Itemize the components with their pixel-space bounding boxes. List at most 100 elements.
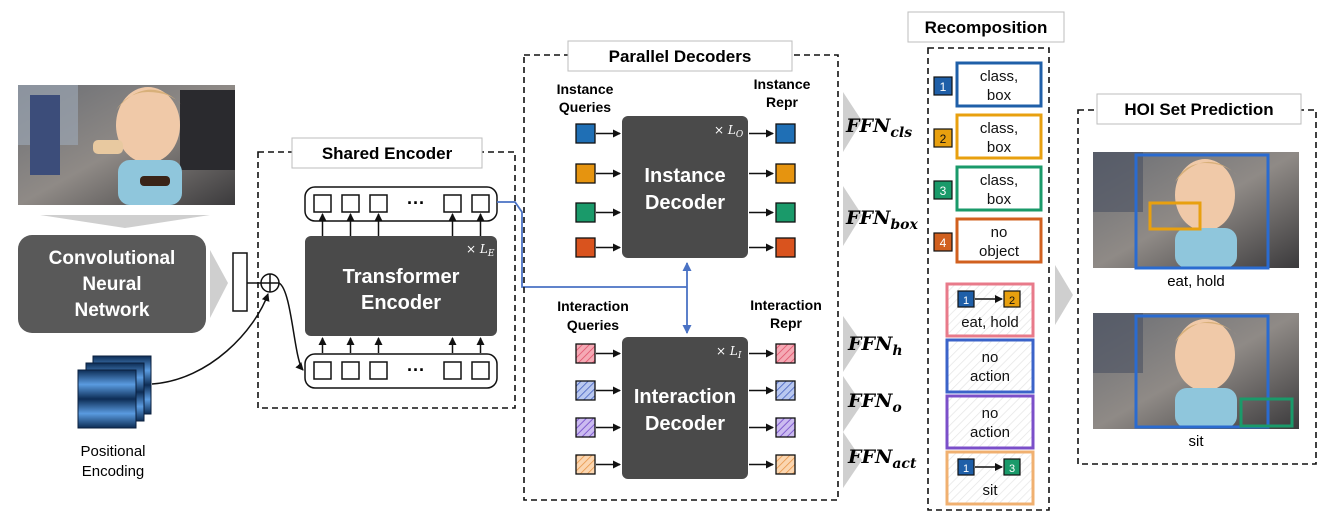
encoder-output-token <box>443 194 462 213</box>
recomposition-frame <box>927 47 1050 511</box>
interaction-decoder-label-2: Decoder <box>645 413 725 435</box>
interaction-query-token <box>575 454 596 475</box>
pos-enc-label-2: Encoding <box>82 463 145 480</box>
instance-query-token <box>575 163 596 184</box>
ffn-act-label: FFNact <box>847 446 917 472</box>
ffn-cls-label: FFNcls <box>845 115 912 141</box>
interaction-repr-label-2: Repr <box>770 315 802 331</box>
instance-queries-label-2: Queries <box>559 99 611 115</box>
interaction-result-line: no <box>982 405 999 422</box>
interaction-decoder-block <box>622 337 748 479</box>
instance-id-badge <box>933 180 953 200</box>
shared-encoder-frame <box>257 151 516 409</box>
interaction-result-line: action <box>970 368 1010 385</box>
subject-id-number: 1 <box>963 463 969 475</box>
interaction-result-box <box>945 394 1035 450</box>
cnn-label-2: Neural <box>82 274 141 295</box>
ffn-box-label: FFNbox <box>845 207 918 233</box>
encoder-output-token <box>313 194 332 213</box>
interaction-decoder-layers: × LI <box>716 344 742 361</box>
add-to-encoder-input-arrow <box>278 282 304 371</box>
instance-queries-label-1: Instance <box>557 81 614 97</box>
instance-result-line: box <box>987 139 1012 156</box>
instance-repr-token <box>775 123 796 144</box>
prediction-caption-top: eat, hold <box>1167 273 1225 290</box>
interaction-decoder-label-1: Interaction <box>634 386 736 408</box>
instance-repr-label-2: Repr <box>766 94 798 110</box>
interaction-repr-token <box>775 454 796 475</box>
interaction-result-line: sit <box>983 482 999 499</box>
interaction-repr-label-1: Interaction <box>750 297 822 313</box>
pos-enc-to-add-curve <box>151 293 270 385</box>
instance-id-number: 1 <box>940 80 947 94</box>
encoder-layers-count: × LE <box>466 242 495 259</box>
interaction-result-line: eat, hold <box>961 314 1019 331</box>
cnn-block <box>18 235 206 333</box>
transformer-encoder-label-1: Transformer <box>343 266 460 288</box>
shared-encoder-title-box <box>291 137 483 169</box>
interaction-query-token <box>575 343 596 364</box>
input-image <box>18 85 235 205</box>
image-to-cnn-arrow <box>40 215 210 228</box>
encoder-input-token <box>443 361 462 380</box>
interaction-queries-label-2: Queries <box>567 317 619 333</box>
parallel-decoders-title-box <box>567 40 793 72</box>
interaction-result-box <box>945 338 1035 394</box>
prediction-caption-bottom: sit <box>1189 433 1205 450</box>
positional-encoding-icon <box>77 355 152 429</box>
instance-repr-token <box>775 163 796 184</box>
instance-result-box <box>955 217 1043 264</box>
instance-id-number: 2 <box>940 132 947 146</box>
cnn-label-1: Convolutional <box>49 248 176 269</box>
recomposition-to-prediction-arrow <box>1055 265 1073 325</box>
instance-decoder-label-1: Instance <box>644 165 725 187</box>
instance-result-box <box>955 113 1043 160</box>
encoder-input-token <box>471 361 490 380</box>
pos-enc-label-1: Positional <box>80 443 145 460</box>
interaction-query-token <box>575 417 596 438</box>
parallel-decoders-title: Parallel Decoders <box>609 47 752 66</box>
prediction-image-bottom <box>1093 313 1299 429</box>
hoi-prediction-title-box <box>1096 93 1302 125</box>
encoder-input-token <box>369 361 388 380</box>
instance-repr-token <box>775 237 796 258</box>
instance-id-badge <box>933 232 953 252</box>
instance-id-badge <box>933 76 953 96</box>
instance-result-line: class, <box>980 120 1018 137</box>
encoder-output-token <box>471 194 490 213</box>
hoi-prediction-title: HOI Set Prediction <box>1124 100 1273 119</box>
object-id-number: 2 <box>1009 295 1015 307</box>
ffn-arrows <box>843 92 862 488</box>
instance-result-line: box <box>987 87 1012 104</box>
interaction-repr-token <box>775 380 796 401</box>
feature-vector <box>232 252 248 312</box>
instance-id-badge <box>933 128 953 148</box>
instance-id-number: 4 <box>940 236 947 250</box>
object-id-badge <box>1003 290 1021 308</box>
interaction-query-token <box>575 380 596 401</box>
instance-repr-token <box>775 202 796 223</box>
encoder-input-token <box>341 361 360 380</box>
subject-id-badge <box>957 458 975 476</box>
interaction-repr-token <box>775 343 796 364</box>
hoi-prediction-frame <box>1077 109 1317 465</box>
prediction-image-top <box>1093 152 1299 270</box>
encoder-output-row <box>304 186 498 222</box>
instance-result-line: box <box>987 191 1012 208</box>
subject-id-badge <box>957 290 975 308</box>
instance-decoder-block <box>622 116 748 258</box>
transformer-encoder-label-2: Encoder <box>361 292 441 314</box>
instance-query-token <box>575 202 596 223</box>
object-id-number: 3 <box>1009 463 1015 475</box>
encoder-output-ellipsis: ··· <box>407 193 425 213</box>
instance-result-line: object <box>979 243 1020 260</box>
cnn-label-3: Network <box>75 300 150 321</box>
subject-id-number: 1 <box>963 295 969 307</box>
instance-decoder-layers: × LO <box>714 123 744 140</box>
parallel-decoders-frame <box>523 54 839 501</box>
instance-result-box <box>955 165 1043 212</box>
add-operator-icon <box>260 273 280 293</box>
encoder-input-token <box>313 361 332 380</box>
instance-result-box <box>955 61 1043 108</box>
